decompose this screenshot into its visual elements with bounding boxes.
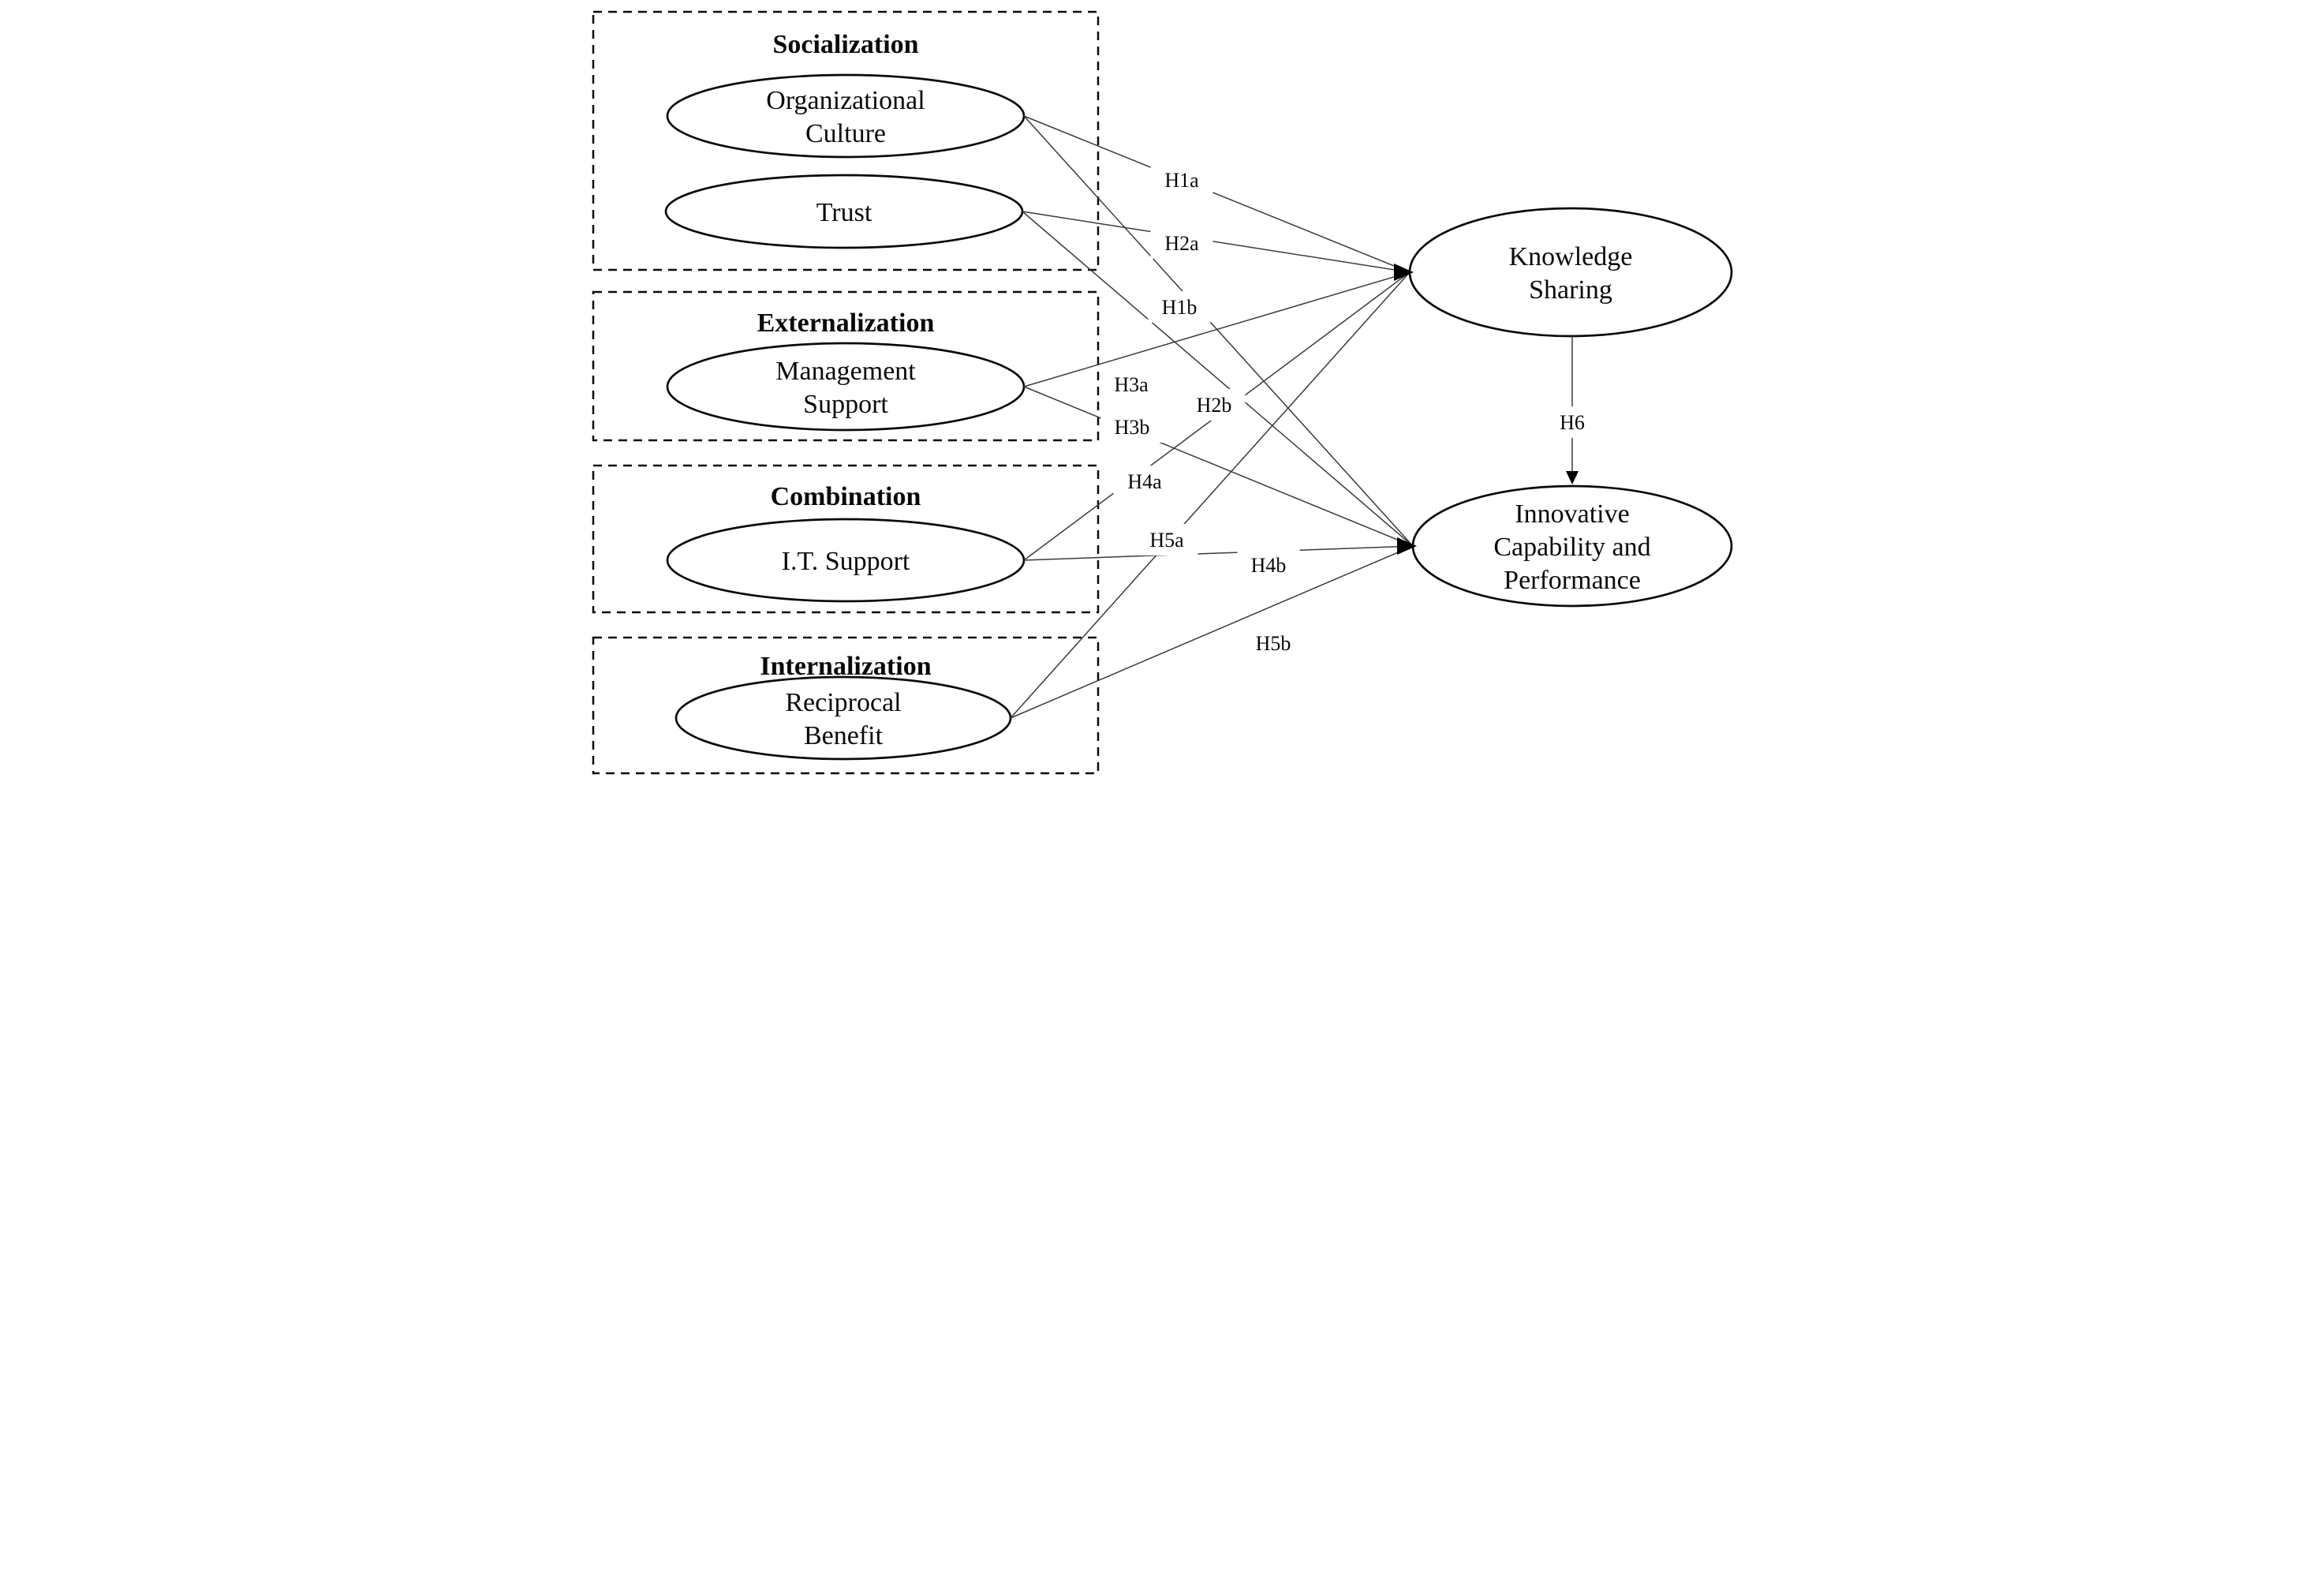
link-label-h2a: H2a [1164, 232, 1199, 255]
arrowhead-into-knowledge-sharing [1393, 264, 1414, 281]
link-label-bg-h2a [1150, 227, 1212, 259]
group-title-externalization: Externalization [757, 309, 934, 338]
arrowhead-into-innovative-capability [1396, 537, 1417, 555]
link-label-bg-h4a [1113, 466, 1175, 497]
link-label-h5a: H5a [1149, 529, 1184, 552]
link-label-bg-h2b [1183, 389, 1245, 421]
group-box-externalization [592, 290, 1099, 442]
link-label-bg-h3b [1100, 411, 1163, 443]
group-box-combination [592, 464, 1099, 614]
link-label-h4a: H4a [1127, 470, 1162, 493]
link-label-h2b: H2b [1196, 394, 1231, 417]
node-label-line: Sharing [1529, 275, 1612, 305]
group-box-socialization [592, 10, 1099, 271]
link-label-h3b: H3b [1114, 416, 1149, 439]
node-label-it-support: I.T. Support [781, 547, 910, 576]
group-title-combination: Combination [770, 482, 921, 511]
link-line-h4b [1023, 545, 1413, 561]
node-label-line: Trust [816, 198, 872, 227]
link-label-h1b: H1b [1161, 296, 1197, 319]
node-label-line: Reciprocal [785, 688, 901, 717]
link-label-bg-h3a [1100, 368, 1162, 400]
group-title-socialization: Socialization [772, 30, 918, 59]
link-label-bg-h5b [1242, 627, 1304, 659]
link-label-h1a: H1a [1164, 169, 1199, 192]
node-ellipse-knowledge-sharing [1408, 207, 1732, 338]
node-label-line: Culture [805, 119, 886, 148]
node-label-line: Performance [1504, 566, 1641, 595]
node-label-line: Knowledge [1508, 242, 1632, 271]
link-label-bg-h5a [1135, 524, 1197, 555]
node-label-line: Capability and [1493, 533, 1650, 562]
node-label-line: Organizational [766, 86, 925, 115]
link-label-h6: H6 [1560, 411, 1585, 434]
link-label-bg-h1a [1150, 164, 1212, 196]
link-label-bg-h4b [1237, 549, 1299, 581]
node-label-line: Support [803, 390, 888, 419]
link-line-h3b [1023, 386, 1413, 547]
node-label-line: Benefit [803, 721, 883, 750]
link-label-bg-h1b [1148, 291, 1210, 323]
link-line-h3a [1023, 271, 1410, 387]
node-label-line: Management [775, 357, 916, 386]
link-label-h3a: H3a [1114, 373, 1149, 396]
node-label-line: Innovative [1515, 499, 1629, 529]
node-label-trust: Trust [816, 198, 872, 227]
link-line-h1b [1022, 115, 1414, 547]
node-label-line: I.T. Support [781, 547, 910, 576]
link-line-h2b [1022, 211, 1413, 547]
link-line-h2a [1022, 211, 1410, 273]
link-line-h5b [1010, 545, 1413, 719]
link-line-h1a [1023, 115, 1410, 273]
link-label-h4b: H4b [1250, 554, 1286, 577]
link-label-h5b: H5b [1255, 632, 1291, 655]
link-line-h5a [1009, 271, 1410, 719]
research-model-diagram: SocializationExternalizationCombinationI… [592, 10, 1732, 775]
group-box-internalization [592, 636, 1099, 775]
arrowhead-h6 [1565, 471, 1579, 484]
link-label-bg-h6 [1545, 406, 1598, 438]
